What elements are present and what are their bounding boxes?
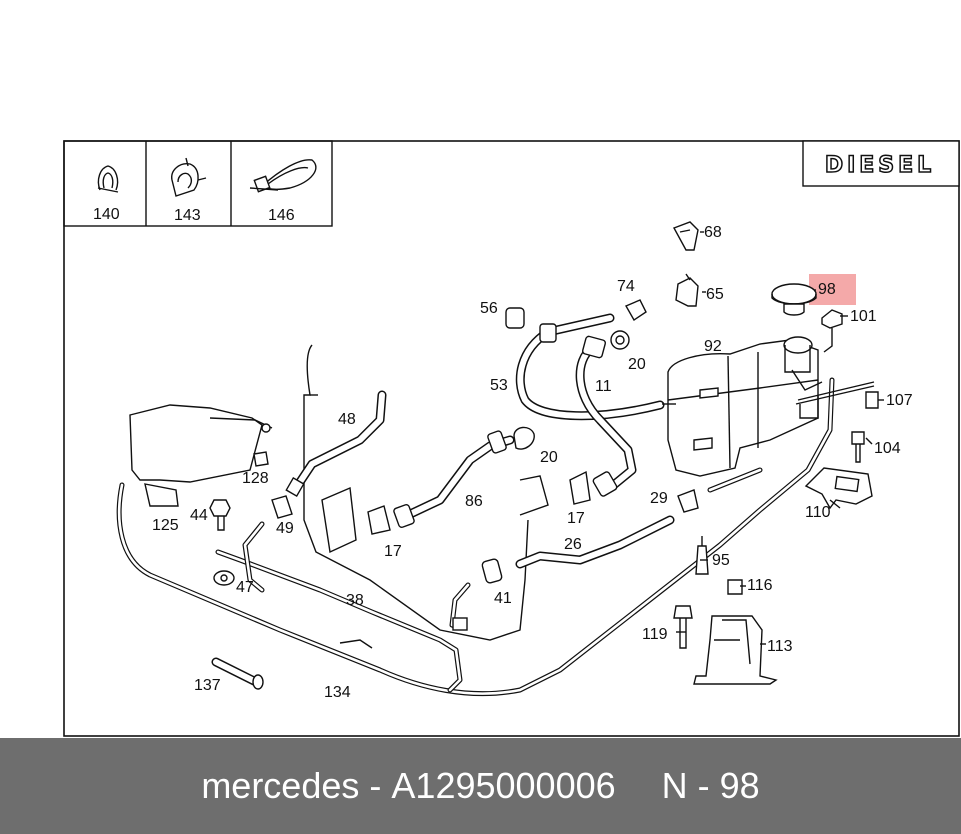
- cap-98-part: [771, 283, 817, 316]
- callout-48: 48: [338, 411, 356, 428]
- callout-17-right: 17: [567, 510, 585, 527]
- callout-29: 29: [650, 490, 668, 507]
- footer-separator: -: [369, 765, 382, 806]
- callout-17-left: 17: [384, 543, 402, 560]
- footer-part-number: A1295000006: [391, 765, 616, 806]
- legend-label-140: 140: [93, 206, 120, 223]
- callout-20-top: 20: [628, 356, 646, 373]
- callout-107: 107: [886, 392, 913, 409]
- diesel-badge-text: DIESEL: [825, 153, 935, 178]
- legend-label-146: 146: [268, 207, 295, 224]
- callout-119: 119: [642, 626, 668, 643]
- callout-137: 137: [194, 677, 221, 694]
- callout-128: 128: [242, 470, 269, 487]
- callout-53: 53: [490, 377, 508, 394]
- callout-41: 41: [494, 590, 512, 607]
- callout-56: 56: [480, 300, 498, 317]
- cable-tie-icon: [249, 159, 317, 193]
- footer-banner: mercedes - A1295000006 N - 98: [0, 738, 961, 834]
- callout-98: 98: [818, 281, 836, 298]
- callout-11: 11: [595, 378, 612, 395]
- callout-labels: 68 74 65 98 101 56 92 20 53 11 107 48 10…: [152, 224, 913, 701]
- callout-74: 74: [617, 278, 635, 295]
- callout-38: 38: [346, 592, 364, 609]
- highlight-part-98: [809, 274, 856, 305]
- diagram-frame: [63, 140, 960, 737]
- callout-116: 116: [747, 577, 773, 594]
- callout-44: 44: [190, 507, 208, 524]
- footer-position-label: N - 98: [661, 765, 760, 806]
- clip-icon: [97, 165, 119, 193]
- diesel-badge: DIESEL: [802, 140, 960, 187]
- callout-104: 104: [874, 440, 901, 457]
- callout-47: 47: [236, 579, 254, 596]
- callout-20-mid: 20: [540, 449, 558, 466]
- callout-68: 68: [704, 224, 722, 241]
- callout-113: 113: [767, 638, 793, 655]
- clamp-icon: [171, 157, 207, 197]
- callout-65: 65: [706, 286, 724, 303]
- callout-86: 86: [465, 493, 483, 510]
- parts-drawing: [116, 221, 884, 697]
- callout-125: 125: [152, 517, 179, 534]
- callout-110: 110: [805, 504, 831, 521]
- callout-26: 26: [564, 536, 582, 553]
- parts-diagram: 140 143 146 DIESEL: [63, 140, 960, 737]
- callout-134: 134: [324, 684, 351, 701]
- footer-brand: mercedes: [201, 765, 360, 806]
- callout-49: 49: [276, 520, 294, 537]
- callout-101: 101: [850, 308, 877, 325]
- callout-95: 95: [712, 552, 730, 569]
- legend: 140 143 146: [63, 140, 333, 227]
- callout-92: 92: [704, 338, 722, 355]
- legend-label-143: 143: [174, 207, 201, 224]
